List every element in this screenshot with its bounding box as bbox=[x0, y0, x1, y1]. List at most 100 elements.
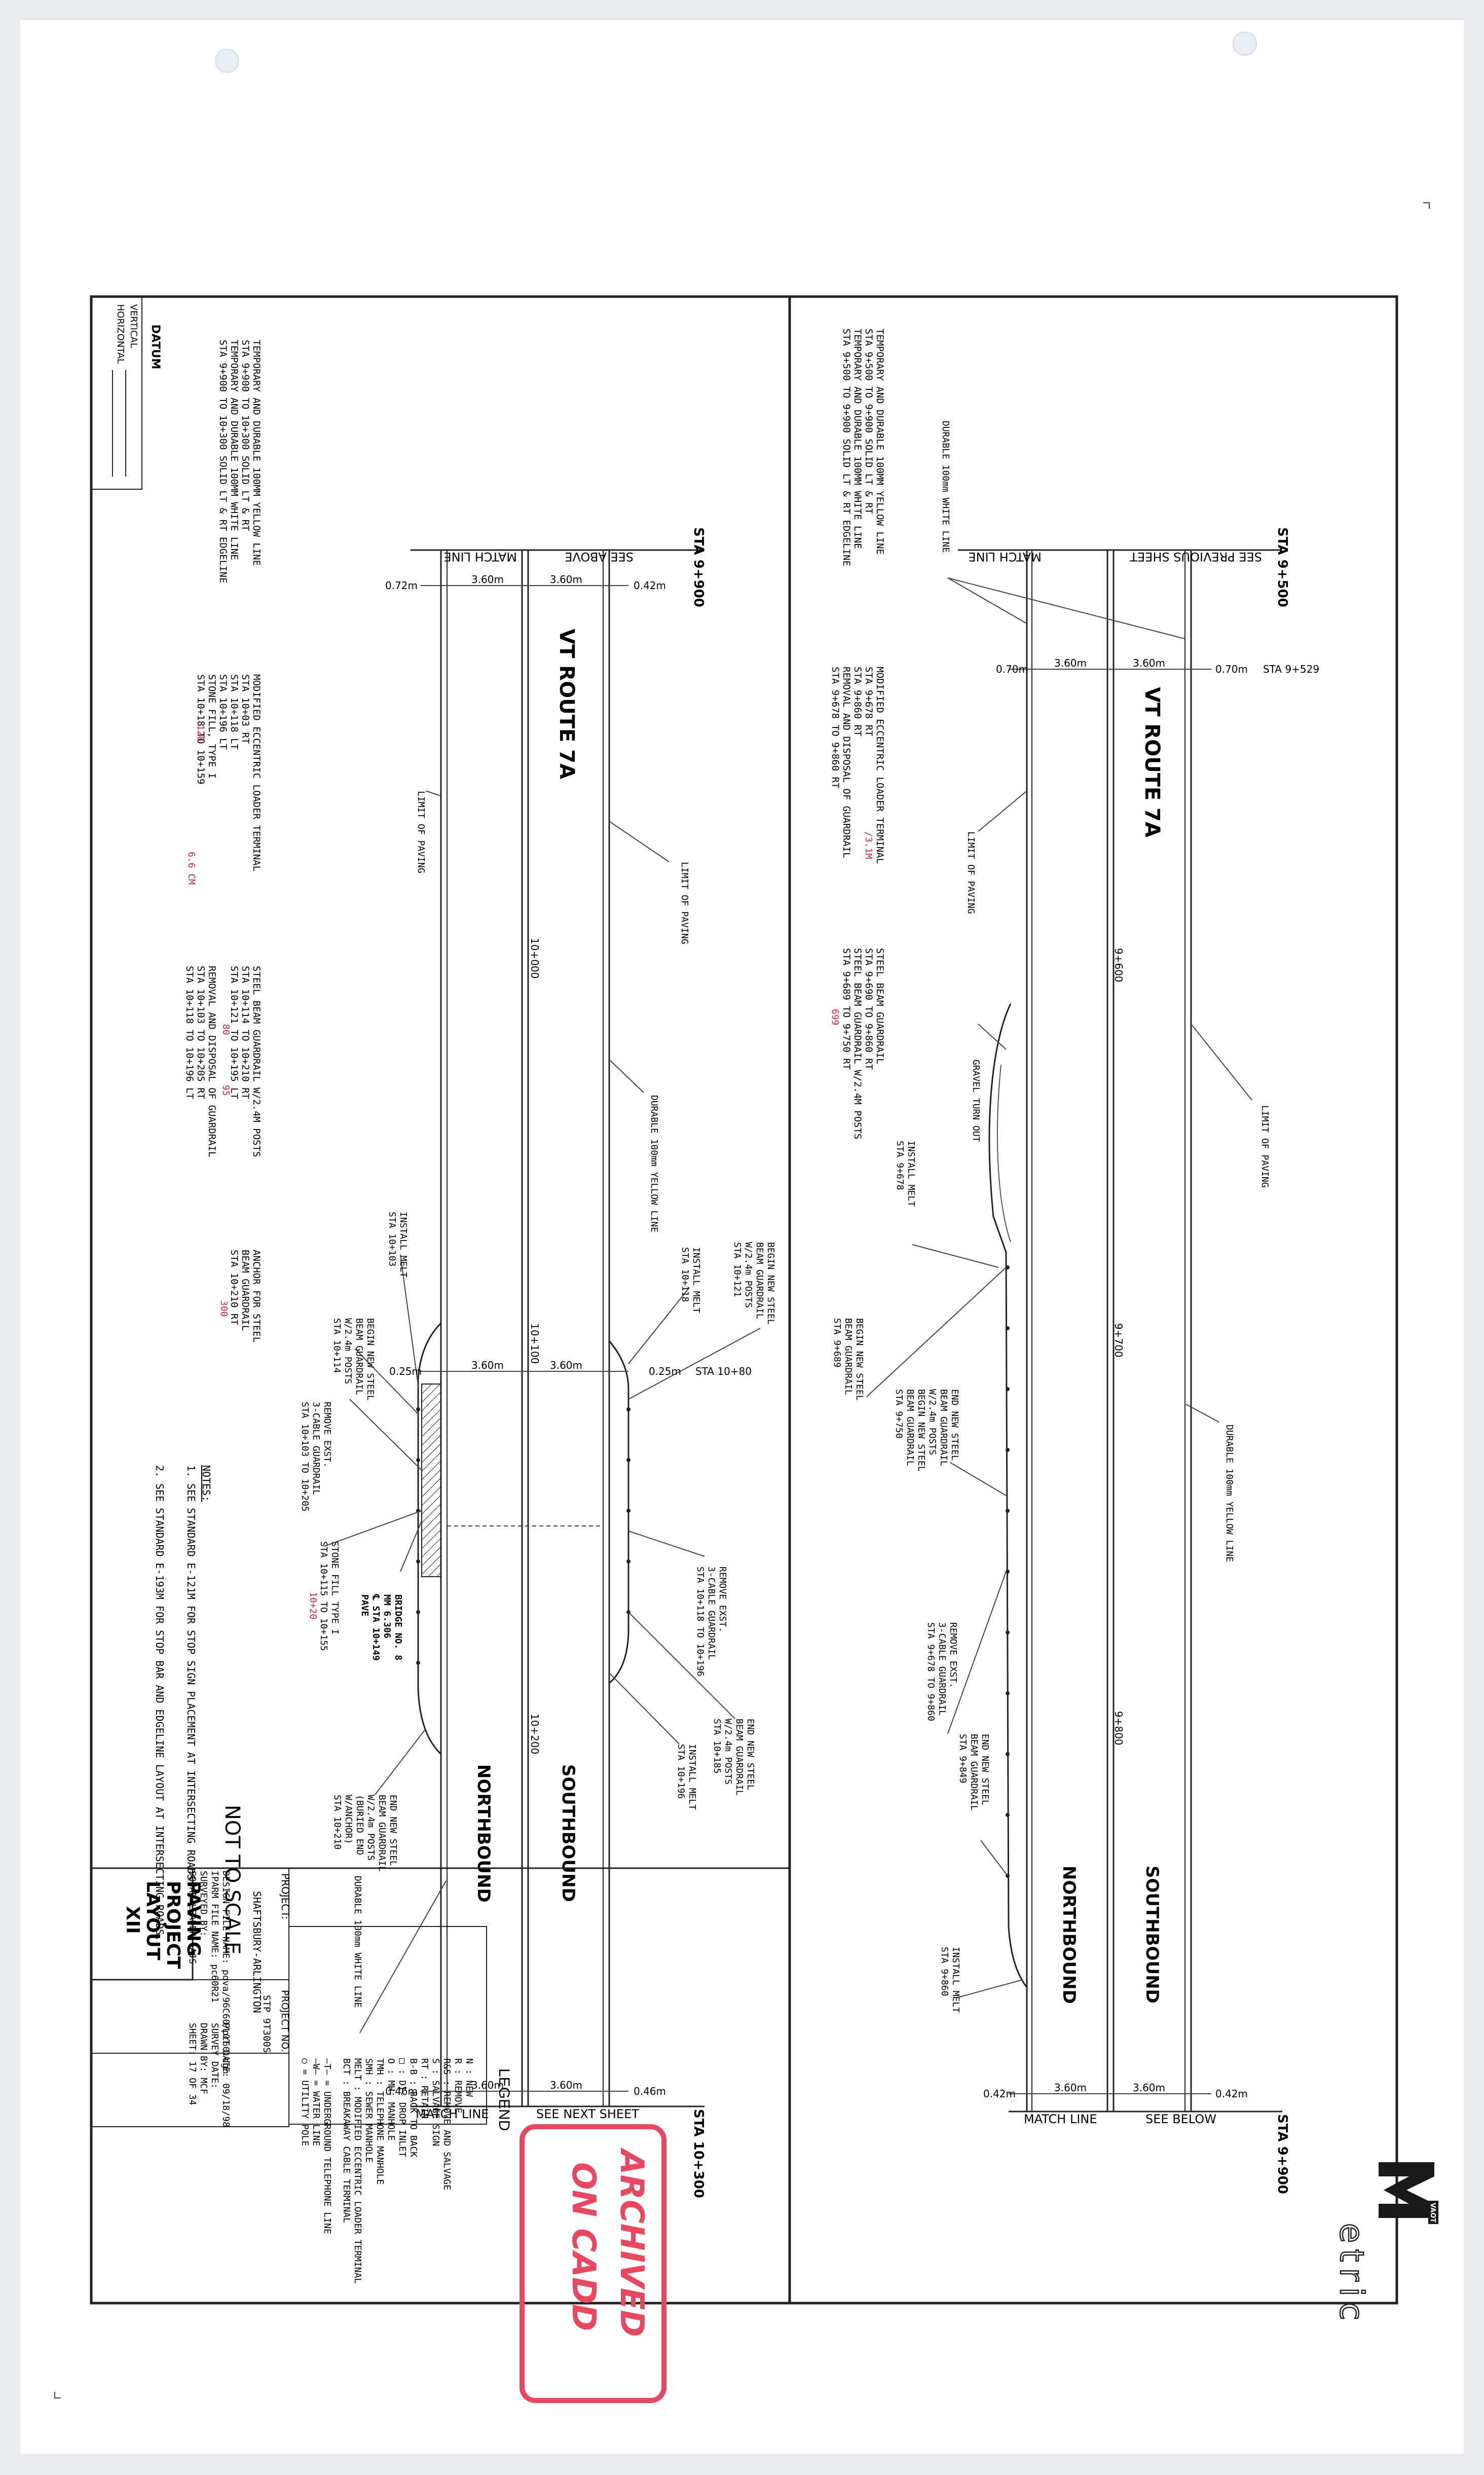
bottom-q3-line4: REMOVAL AND DISPOSAL OF GUARDRAIL bbox=[206, 966, 217, 1157]
bottom-q2-line3: STA 10+118 LT bbox=[229, 674, 240, 750]
bottom-begin1-b: BEAM GUARDRAIL bbox=[354, 1318, 364, 1395]
legend-item: RT : RETAIN bbox=[419, 2058, 430, 2119]
redline-66cm: 6.6 CM bbox=[186, 852, 197, 885]
top-gravel-outline bbox=[996, 1064, 1011, 1243]
top-leader-limit-right bbox=[1191, 1024, 1252, 1101]
bottom-leader-melt3 bbox=[609, 1672, 680, 1744]
bottom-dim-6: 3.60m bbox=[550, 2079, 582, 2091]
bottom-dim-0: 0.72m bbox=[385, 579, 418, 592]
bottom-leader-end1 bbox=[628, 1612, 735, 1719]
bottom-begin2-d: STA 10+121 bbox=[732, 1242, 743, 1297]
bottom-begin1-d: STA 10+114 bbox=[331, 1318, 342, 1373]
legend-item: MELT : MODIFIED ECCENTRIC LOADER TERMINA… bbox=[352, 2058, 363, 2283]
bottom-guardrail-left bbox=[417, 1322, 442, 1755]
metric-logo: VAOT etric bbox=[1332, 2162, 1438, 2327]
layout-title-2: PROJECT bbox=[163, 1881, 183, 1969]
top-leader-melt1 bbox=[912, 1244, 999, 1268]
bottom-end2-d: (BURIED END bbox=[354, 1795, 365, 1855]
bottom-bridge-hatch bbox=[421, 1384, 441, 1577]
bottom-see-next: SEE NEXT SHEET bbox=[536, 2107, 639, 2121]
bottom-end2-a: END NEW STEEL bbox=[388, 1795, 398, 1866]
bottom-q2-line1: MODIFIED ECCENTRIC LOADER TERMINAL bbox=[251, 674, 262, 871]
top-end1-b: BEAM GUARDRAIL bbox=[938, 1389, 949, 1466]
bottom-anchor-1: ANCHOR FOR STEEL bbox=[251, 1250, 262, 1342]
top-route-label: VT ROUTE 7A bbox=[1140, 687, 1164, 838]
datum-box bbox=[91, 296, 142, 490]
bottom-end1-a: END NEW STEEL bbox=[745, 1719, 756, 1790]
file-info: DESIGN FILE NAME: pova/96C60/pc60.dgn IP… bbox=[187, 1871, 231, 2127]
bottom-q1-line2: STA 9+900 TO 10+300 SOLID LT & RT bbox=[240, 340, 251, 531]
top-q3-line1: STEEL BEAM GUARDRAIL bbox=[874, 948, 885, 1064]
top-q3-line2: STA 9+690 TO 9+860 RT bbox=[863, 948, 874, 1070]
legend-item: R&S : REMOVE AND SALVAGE bbox=[441, 2058, 452, 2190]
bottom-sta-end: STA 10+300 bbox=[691, 2109, 706, 2198]
bottom-station-10000: 10+000 bbox=[529, 938, 541, 978]
bottom-match-line: MATCH LINE bbox=[443, 550, 517, 564]
bottom-melt2-b: STA 10+118 bbox=[680, 1247, 690, 1302]
bottom-begin2-b: BEAM GUARDRAIL bbox=[754, 1242, 765, 1319]
drawing-border bbox=[90, 295, 1398, 2305]
top-q2-line3: STA 9+860 RT bbox=[852, 667, 863, 736]
bottom-q2-line2: STA 10+03 RT bbox=[240, 674, 251, 744]
bottom-stone-a: STONE FILL TYPE I bbox=[329, 1541, 340, 1634]
redline-699: 699 bbox=[830, 1009, 840, 1026]
bottom-end1-c: W/2.4m POSTS bbox=[723, 1719, 733, 1785]
top-note-durable-yellow: DURABLE 100mm YELLOW LINE bbox=[1224, 1425, 1235, 1562]
bottom-callouts: INSTALL MELT STA 10+103 INSTALL MELT STA… bbox=[300, 1212, 776, 1872]
bottom-melt2-a: INSTALL MELT bbox=[691, 1247, 701, 1313]
bottom-mid-dim-1: 3.60m bbox=[471, 1359, 504, 1371]
top-melt1-b: STA 9+678 bbox=[895, 1141, 905, 1190]
top-q2-line4: REMOVAL AND DISPOSAL OF GUARDRAIL bbox=[841, 667, 852, 858]
bottom-remove1-b: 3-CABLE GUARDRAIL bbox=[311, 1402, 321, 1495]
legend-item: □ : DI- DROP INLET bbox=[397, 2058, 407, 2157]
top-dim-3: 0.70m bbox=[1215, 663, 1248, 675]
metric-badge-text: VAOT bbox=[1429, 2203, 1436, 2223]
top-q2-line5: STA 9+678 TO 9+860 RT bbox=[830, 667, 841, 788]
top-end2-c: STA 9+849 bbox=[957, 1734, 968, 1784]
stamp-line-2: ON CADD bbox=[565, 2162, 602, 2331]
bottom-northbound: NORTHBOUND bbox=[473, 1764, 494, 1903]
bottom-leader-begin1 bbox=[354, 1348, 419, 1415]
bottom-bridge-a: BRIDGE NO. 8 bbox=[393, 1594, 403, 1660]
bottom-leader-bridge bbox=[400, 1520, 422, 1572]
top-q1-line4: STA 9+500 TO 9+900 SOLID LT & RT EDGELIN… bbox=[841, 329, 852, 566]
bottom-q3-line2: STA 10+114 TO 10+210 RT bbox=[240, 966, 251, 1099]
plot-date: PLOT DATE: 09/18/98 bbox=[220, 2023, 231, 2127]
bottom-remove2-c: STA 10+118 TO 10+196 bbox=[695, 1567, 706, 1677]
bottom-bridge-d: PAVE bbox=[359, 1594, 370, 1616]
bottom-note-durable-yellow: DURABLE 100mm YELLOW LINE bbox=[649, 1095, 659, 1232]
legend-item: —W— = WATER LINE bbox=[311, 2058, 321, 2146]
not-to-scale: NOT TO SCALE bbox=[220, 1805, 244, 1954]
top-note-gravel: GRAVEL TURN OUT bbox=[971, 1060, 981, 1142]
top-q2-line1: MODIFIED ECCENTRIC LOADER TERMINAL bbox=[874, 667, 885, 864]
top-leader-melt2 bbox=[957, 1979, 1023, 1998]
top-end1-c: W/2.4m POSTS bbox=[927, 1389, 938, 1455]
bottom-bridge-c: ℄ STA 10+149 bbox=[370, 1594, 381, 1661]
top-station-9600: 9+600 bbox=[1112, 948, 1125, 982]
layout-title-3: LAYOUT bbox=[142, 1881, 163, 1960]
redline-markups: 120 6.6 CM 80 95 300 10+20 699 /3.1M bbox=[186, 725, 874, 1619]
bottom-leader-melt2 bbox=[628, 1287, 690, 1364]
bottom-station-10100: 10+100 bbox=[529, 1323, 541, 1364]
title-block: NOT TO SCALE PAVING PROJECT LAYOUT XII P… bbox=[90, 1805, 790, 2283]
bottom-leader-end2 bbox=[375, 1728, 426, 1795]
top-melt2-b: STA 9+860 bbox=[939, 1947, 950, 1996]
notes-block: NOTES: 1. SEE STANDARD E-121M FOR STOP S… bbox=[154, 1465, 212, 1941]
redline-1020: 10+20 bbox=[308, 1592, 318, 1619]
drawn-by: DRAWN BY: MCF bbox=[198, 2023, 209, 2094]
top-note-limit-paving-right: LIMIT OF PAVING bbox=[1259, 1105, 1270, 1188]
bottom-sta-start: STA 9+900 bbox=[691, 527, 706, 607]
bottom-dim-4: 0.46m bbox=[385, 2085, 418, 2097]
project-label: PROJECT: bbox=[279, 1873, 291, 1919]
bottom-leader-begin2 bbox=[628, 1328, 761, 1400]
bottom-remove2-a: REMOVE EXST. bbox=[717, 1567, 728, 1632]
bottom-station-10200: 10+200 bbox=[529, 1714, 541, 1754]
top-end1-f: STA 9+750 bbox=[894, 1389, 904, 1439]
bottom-guardrail-right bbox=[608, 1340, 629, 1684]
legend-item: —T— = UNDERGROUND TELEPHONE LINE bbox=[322, 2058, 332, 2234]
bottom-sta-1080: STA 10+80 bbox=[695, 1365, 752, 1377]
bottom-dim-1: 3.60m bbox=[471, 573, 504, 586]
bottom-quantities-1: TEMPORARY AND DURABLE 100MM YELLOW LINE … bbox=[217, 340, 262, 583]
bottom-stone-b: STA 10+115 TO 10+155 bbox=[318, 1541, 329, 1651]
